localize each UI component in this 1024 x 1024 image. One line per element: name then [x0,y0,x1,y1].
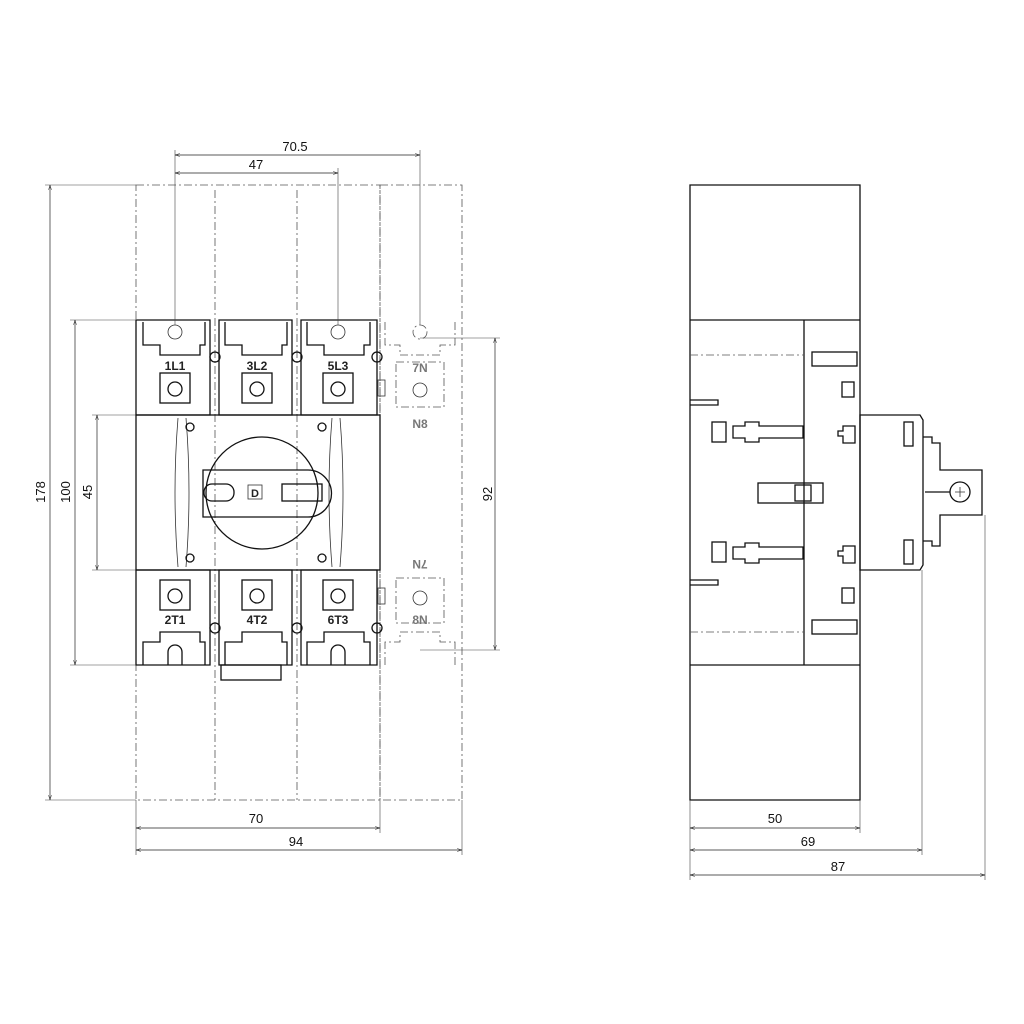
terminal-label: 7N [412,361,427,375]
terminal-label: 8N [412,613,427,627]
dim-92: 92 [480,487,495,501]
neutral-pole-top: 7N N8 [377,322,456,431]
top-terminals: 1L1 3L2 5L3 [135,319,383,416]
handle-panel: D [135,414,381,571]
dim-69: 69 [801,834,815,849]
dim-70: 70 [249,811,263,826]
side-dimensions: 50 69 87 [689,515,986,880]
terminal-label: 5L3 [328,359,349,373]
front-dimensions: 70.5 47 178 100 45 92 70 94 [33,139,500,855]
side-view: 50 69 87 [689,184,986,880]
front-view: 1L1 3L2 5L3 7N N8 D [33,139,500,855]
dim-100: 100 [58,481,73,503]
rotary-dial [205,436,319,550]
terminal-label: 6T3 [328,613,349,627]
dim-45: 45 [80,485,95,499]
screw-icon [949,481,971,503]
handle-mark: D [251,488,259,500]
terminal-label-inverted: 7N [412,557,427,571]
dim-178: 178 [33,481,48,503]
dim-87: 87 [831,859,845,874]
terminal-label: 1L1 [165,359,186,373]
dim-94: 94 [289,834,303,849]
terminal-label: 2T1 [165,613,186,627]
terminal-label: 3L2 [247,359,268,373]
neutral-pole-bottom: 7N 8N [377,557,456,665]
bottom-terminals: 2T1 4T2 6T3 [135,569,383,681]
terminal-label-inverted: N8 [412,417,428,431]
terminal-label: 4T2 [247,613,268,627]
dim-70-5: 70.5 [282,139,307,154]
dim-50: 50 [768,811,782,826]
dim-47: 47 [249,157,263,172]
rotary-handle[interactable] [202,469,333,518]
enclosure-outline-neutral [379,184,463,801]
